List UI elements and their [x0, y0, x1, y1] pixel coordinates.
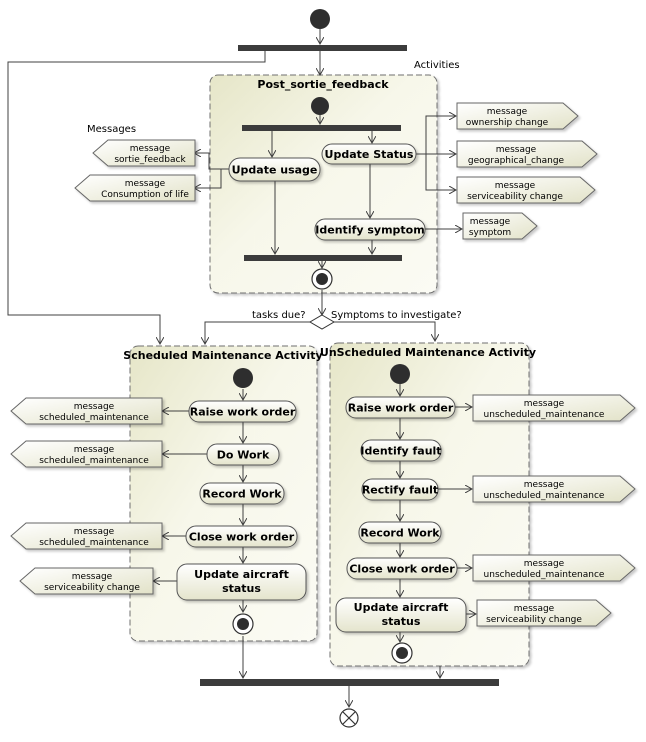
message-label-line1: message	[74, 445, 115, 455]
action-label-line2: status	[382, 615, 421, 628]
initial-node-unscheduled	[390, 364, 410, 384]
message-label-line2: scheduled_maintenance	[39, 538, 149, 548]
message-label-line1: message	[524, 480, 565, 490]
action-label: Identify symptom	[315, 224, 424, 237]
message-ownership-change[interactable]: message ownership change	[456, 102, 579, 130]
message-label-line1: message	[130, 144, 171, 154]
message-label-line2: geographical_change	[468, 156, 565, 166]
fork-bar-top	[238, 45, 407, 51]
action-label: Close work order	[189, 531, 295, 544]
group-unscheduled-maintenance	[329, 342, 530, 667]
fork-bar-post-sortie	[242, 125, 401, 131]
message-unscheduled-maintenance-3[interactable]: message unscheduled_maintenance	[472, 554, 636, 582]
message-label-line1: message	[487, 107, 528, 117]
message-scheduled-maintenance-3[interactable]: message scheduled_maintenance	[10, 522, 163, 550]
symptoms-label: Symptoms to investigate?	[331, 310, 462, 321]
action-label: Record Work	[202, 488, 282, 501]
message-label-line1: message	[72, 572, 113, 582]
action-label: Identify fault	[360, 445, 441, 458]
message-label-line1: message	[495, 181, 536, 191]
message-label-line2: serviceability change	[486, 615, 582, 625]
action-update-usage[interactable]: Update usage	[228, 157, 321, 182]
action-label: Do Work	[217, 449, 270, 462]
message-unscheduled-maintenance-2[interactable]: message unscheduled_maintenance	[472, 475, 636, 503]
message-sortie-feedback[interactable]: message sortie_feedback	[92, 139, 196, 167]
action-unscheduled-identify-fault[interactable]: Identify fault	[360, 439, 442, 462]
message-label-line2: serviceability change	[467, 192, 563, 202]
join-bar-post-sortie	[244, 255, 402, 261]
message-label-line1: message	[496, 145, 537, 155]
activities-label: Activities	[414, 60, 460, 71]
action-unscheduled-record-work[interactable]: Record Work	[358, 521, 442, 544]
group-title-post-sortie: Post_sortie_feedback	[257, 78, 389, 91]
message-serviceability-change[interactable]: message serviceability change	[456, 176, 596, 204]
message-label-line2: Consumption of life	[101, 190, 189, 200]
action-label-line1: Update aircraft	[194, 568, 289, 581]
message-symptom[interactable]: message symptom	[462, 212, 538, 240]
message-label-line2: serviceability change	[44, 583, 140, 593]
message-label-line1: message	[514, 604, 555, 614]
action-label-line1: Update aircraft	[354, 601, 449, 614]
message-label-line2: scheduled_maintenance	[39, 413, 149, 423]
message-label-line2: unscheduled_maintenance	[484, 570, 605, 580]
action-update-status[interactable]: Update Status	[321, 143, 417, 165]
message-unscheduled-serviceability-change[interactable]: message serviceability change	[476, 599, 612, 627]
message-label-line1: message	[125, 179, 166, 189]
activity-final-post-sortie	[311, 268, 333, 290]
action-scheduled-update-aircraft-status[interactable]: Update aircraft status	[176, 563, 307, 601]
action-label: Record Work	[360, 527, 440, 540]
action-label: Raise work order	[348, 402, 454, 415]
action-label: Close work order	[349, 563, 455, 576]
action-unscheduled-close-work-order[interactable]: Close work order	[346, 557, 458, 580]
action-unscheduled-raise-work-order[interactable]: Raise work order	[345, 396, 456, 419]
message-label-line2: scheduled_maintenance	[39, 456, 149, 466]
message-label-line2: sortie_feedback	[114, 155, 186, 165]
flow-final-node	[339, 708, 359, 728]
initial-node-post-sortie	[311, 97, 329, 115]
activity-final-scheduled	[232, 613, 254, 635]
message-scheduled-maintenance-1[interactable]: message scheduled_maintenance	[10, 397, 163, 425]
flow-lines	[7, 29, 476, 707]
activity-final-unscheduled	[391, 642, 413, 664]
action-label: Update usage	[232, 164, 318, 177]
messages-label: Messages	[87, 124, 136, 135]
message-label-line2: unscheduled_maintenance	[484, 410, 605, 420]
group-title-scheduled: Scheduled Maintenance Activity	[123, 349, 322, 362]
action-unscheduled-rectify-fault[interactable]: Rectify fault	[361, 478, 439, 501]
action-label-line2: status	[222, 582, 261, 595]
initial-node-scheduled	[233, 368, 253, 388]
tasks-due-label: tasks due?	[252, 310, 306, 321]
action-identify-symptom[interactable]: Identify symptom	[314, 218, 426, 241]
action-label: Update Status	[325, 148, 414, 161]
action-scheduled-close-work-order[interactable]: Close work order	[185, 525, 298, 548]
action-scheduled-raise-work-order[interactable]: Raise work order	[188, 400, 297, 423]
message-geographical-change[interactable]: message geographical_change	[456, 140, 598, 168]
action-scheduled-do-work[interactable]: Do Work	[206, 443, 280, 466]
action-unscheduled-update-aircraft-status[interactable]: Update aircraft status	[335, 597, 467, 633]
message-label-line2: ownership change	[466, 118, 549, 128]
message-label-line1: message	[524, 559, 565, 569]
decision-node	[309, 314, 335, 330]
message-label-line1: message	[74, 402, 115, 412]
action-label: Raise work order	[190, 406, 296, 419]
message-unscheduled-maintenance-1[interactable]: message unscheduled_maintenance	[472, 394, 636, 422]
message-scheduled-serviceability-change[interactable]: message serviceability change	[19, 567, 154, 595]
message-label-line1: message	[74, 527, 115, 537]
message-scheduled-maintenance-2[interactable]: message scheduled_maintenance	[10, 440, 163, 468]
join-bar-bottom	[200, 679, 499, 686]
group-title-unscheduled: UnScheduled Maintenance Activity	[320, 346, 536, 359]
action-scheduled-record-work[interactable]: Record Work	[199, 482, 285, 505]
message-label-line1: message	[524, 399, 565, 409]
message-consumption-of-life[interactable]: message Consumption of life	[74, 174, 196, 202]
action-label: Rectify fault	[362, 484, 438, 497]
message-label-line2: symptom	[469, 228, 511, 238]
message-label-line1: message	[470, 217, 511, 227]
initial-node-top	[310, 9, 330, 29]
message-label-line2: unscheduled_maintenance	[484, 491, 605, 501]
